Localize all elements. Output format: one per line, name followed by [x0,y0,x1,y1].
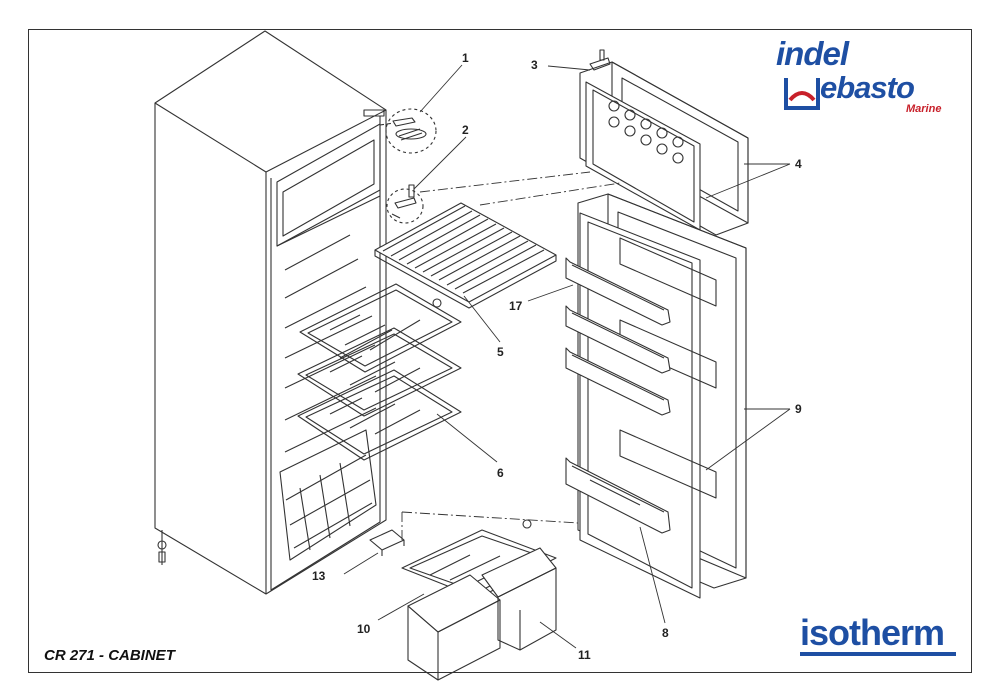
callout-6: 6 [497,466,504,480]
diagram-title: CR 271 - CABINET [44,647,175,664]
freezer-shelf-5 [374,202,557,309]
callout-1: 1 [462,51,469,65]
assembly-lines [401,171,621,540]
callout-9: 9 [795,402,802,416]
fridge-door [577,193,747,599]
callout-5: 5 [497,345,504,359]
hinge-part-2 [386,184,424,224]
callout-17: 17 [509,299,523,313]
diagram-frame [28,29,972,673]
webasto-logo-text: ebasto [820,70,915,105]
isotherm-logo-text: isotherm [800,612,945,653]
callout-13: 13 [312,569,326,583]
callout-10: 10 [357,622,371,636]
callout-lines [343,64,791,649]
bracket-part-13 [369,529,405,556]
bottle-bin-8 [565,457,671,534]
callout-11: 11 [578,648,591,662]
callout-4: 4 [795,157,802,171]
cabinet-body [154,30,387,595]
callout-8: 8 [662,626,669,640]
marine-logo-text: Marine [906,103,942,115]
freezer-door [579,49,749,236]
crisper-assembly [401,519,557,681]
callout-labels: 1 2 3 4 5 6 8 9 10 11 13 17 [312,51,802,662]
door-bins-17 [565,257,671,416]
hinge-part-1 [379,108,437,154]
glass-shelves-6 [297,283,462,461]
webasto-w-mark [784,78,820,110]
callout-3: 3 [531,58,538,72]
callout-2: 2 [462,123,469,137]
isotherm-logo-underline [800,652,956,656]
indel-logo-text: indel [776,35,849,72]
